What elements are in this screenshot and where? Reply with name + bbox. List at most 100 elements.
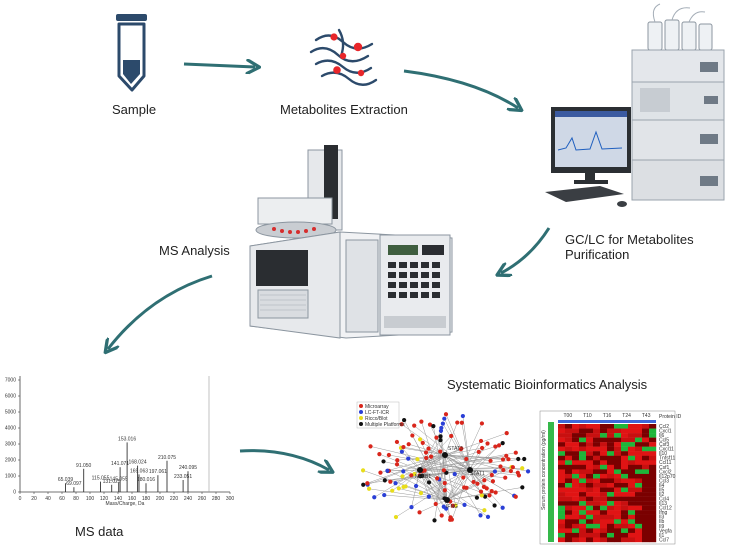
network-node: [365, 481, 370, 486]
heatmap-cell: [579, 451, 587, 456]
network-hub: [444, 497, 450, 503]
network-edge: [414, 425, 471, 471]
heatmap-cell: [579, 473, 587, 479]
heatmap-cell: [642, 424, 650, 429]
heatmap-cell: [614, 464, 622, 470]
heatmap-cell: [565, 523, 573, 529]
heatmap-cell: [565, 505, 573, 511]
network-node: [394, 462, 400, 467]
heatmap-cell: [558, 487, 566, 493]
network-node: [433, 501, 438, 507]
network-node: [438, 438, 443, 443]
arrow-lc-to-ms: [501, 227, 551, 273]
heatmap-cell: [586, 424, 594, 429]
heatmap-cell: [565, 487, 573, 493]
heatmap-cell: [635, 510, 643, 515]
heatmap-cell: [607, 519, 615, 525]
heatmap-cell: [593, 424, 601, 429]
heatmap-cell: [635, 428, 643, 434]
heatmap-cell: [614, 496, 622, 502]
y-tick-label: 1000: [5, 474, 16, 480]
heatmap-cell: [586, 528, 594, 534]
peak-label: 65.039: [58, 477, 74, 483]
network-node: [428, 454, 434, 459]
heatmap-cell: [642, 487, 650, 493]
heatmap-cell: [579, 496, 587, 502]
heatmap-cell: [558, 492, 566, 497]
heatmap-cell: [614, 469, 622, 475]
heatmap-cell: [593, 487, 601, 493]
network-node: [493, 490, 498, 495]
network-node: [460, 413, 465, 419]
step-label-extraction: Metabolites Extraction: [280, 102, 408, 117]
network-node: [452, 472, 457, 477]
network-node: [479, 445, 485, 451]
network-node: [492, 469, 498, 474]
network-node: [484, 486, 489, 491]
heatmap-cell: [642, 492, 650, 497]
heatmap-cell: [628, 428, 636, 434]
heatmap-cell: [649, 528, 657, 534]
heatmap-cell: [614, 451, 622, 456]
network-edge: [444, 454, 481, 516]
heatmap-cell: [572, 483, 580, 488]
heatmap-cell: [607, 501, 615, 506]
peak-label: 169.063: [130, 468, 148, 474]
network-node: [464, 456, 469, 462]
heatmap-cell: [600, 460, 608, 466]
heatmap-cell: [586, 496, 594, 502]
network-node: [435, 476, 440, 481]
network-node: [406, 456, 411, 461]
network-node: [412, 423, 417, 428]
heatmap-cell: [572, 464, 580, 470]
heatmap-cell: [572, 460, 580, 466]
heatmap-cell: [600, 428, 608, 434]
heatmap-row-label: Il6: [659, 433, 665, 439]
network-edge: [444, 454, 471, 471]
heatmap-column-label: T43: [642, 413, 651, 419]
heatmap-cell: [649, 428, 657, 434]
heatmap-column-label: T00: [563, 413, 572, 419]
network-node: [382, 492, 387, 498]
heatmap-cell: [635, 528, 643, 534]
heatmap-cell: [558, 424, 566, 429]
network-node: [381, 459, 386, 464]
heatmap-cell: [621, 469, 629, 475]
network-edge: [419, 455, 507, 471]
heatmap-cell: [593, 514, 601, 520]
network-node: [390, 488, 395, 493]
heatmap-cell: [628, 523, 636, 529]
heatmap-cell: [572, 455, 580, 461]
network-edge: [469, 442, 503, 471]
heatmap-cell: [600, 528, 608, 534]
peak-label: 69.097: [66, 481, 82, 487]
heatmap-cell: [607, 437, 615, 443]
heatmap-cell: [621, 496, 629, 502]
heatmap-cell: [572, 451, 580, 456]
heatmap-cell: [614, 528, 622, 534]
peak-label: 131.025: [103, 479, 121, 485]
heatmap-row-label: Il4: [659, 483, 665, 489]
network-node: [492, 503, 497, 508]
network-node: [478, 513, 483, 518]
network-node: [490, 479, 496, 484]
heatmap-cell: [558, 437, 566, 443]
network-node: [439, 513, 444, 518]
network-hub: [467, 467, 473, 473]
network-edge: [443, 470, 448, 501]
heatmap-cell: [642, 428, 650, 434]
heatmap-cell: [642, 464, 650, 470]
heatmap-cell: [649, 501, 657, 506]
heatmap-cell: [586, 519, 594, 525]
heatmap-cell: [614, 483, 622, 488]
network-hub: [442, 452, 448, 458]
heatmap-cell: [635, 501, 643, 506]
heatmap-cell: [558, 483, 566, 488]
heatmap-row-label: Ilb: [659, 519, 665, 525]
heatmap-cell: [642, 514, 650, 520]
heatmap-cell: [586, 483, 594, 488]
